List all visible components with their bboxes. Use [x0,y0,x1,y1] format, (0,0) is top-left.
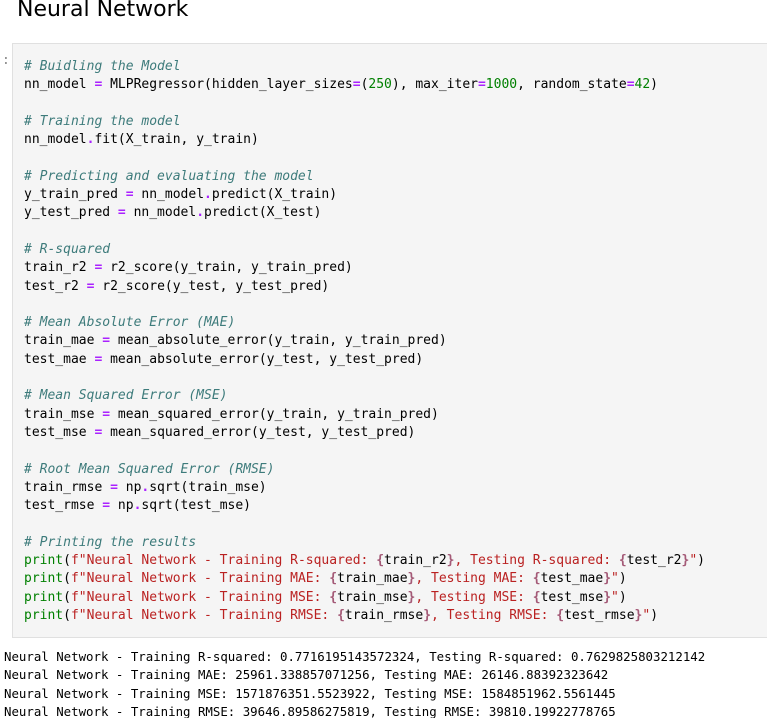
code-line-23: # Root Mean Squared Error (RMSE) [24,461,705,479]
code-line-4: # Training the model [24,113,705,131]
code-line-30: print(f"Neural Network - Training MSE: {… [24,589,627,605]
code-string: " [689,553,698,569]
code-comment: # Buidling the Model [24,59,181,74]
code-line-blank [24,442,705,460]
code-line-12: train_r2 = r2_score(y_train, y_train_pre… [24,260,353,276]
code-comment: # Training the model [24,113,181,129]
code-line-16: train_mae = mean_absolute_error(y_train,… [24,333,447,349]
code-comment: # Mean Squared Error (MSE) [24,388,228,404]
code-line-blank [24,223,705,241]
cell-prompt-marker: : [2,53,10,68]
code-string: " [611,571,619,587]
code-comment: # Root Mean Squared Error (RMSE) [24,461,275,477]
code-line-blank [24,95,705,113]
code-number: 42 [634,77,651,93]
cell-output: Neural Network - Training R-squared: 0.7… [4,648,705,718]
output-line: Neural Network - Training MSE: 157187635… [4,685,616,701]
code-cell-input[interactable] [12,43,767,638]
code-line-blank [24,515,705,533]
code-line-25: test_rmse = np.sqrt(test_mse) [24,498,251,514]
code-comment: # R-squared [24,241,111,257]
code-line-31: print(f"Neural Network - Training RMSE: … [24,607,659,623]
code-line-2: nn_model = MLPRegressor(hidden_layer_siz… [24,77,658,93]
code-line-11: # R-squared [24,241,705,259]
code-line-17: test_mae = mean_absolute_error(y_test, y… [24,351,424,367]
code-string: , Testing RMSE: [431,607,557,623]
code-line-24: train_rmse = np.sqrt(train_mse) [24,479,267,495]
code-line-19: # Mean Squared Error (MSE) [24,387,705,405]
code-comment: # Printing the results [24,534,197,550]
code-comment: # Mean Absolute Error (MAE) [24,315,236,331]
code-line-28: print(f"Neural Network - Training R-squa… [24,553,705,569]
output-line: Neural Network - Training MAE: 25961.338… [4,667,609,683]
code-line-8: y_train_pred = nn_model.predict(X_train) [24,187,338,203]
code-string: "Neural Network - Training MAE: [78,571,330,587]
code-line-blank [24,296,705,314]
code-editor[interactable]: # Buidling the Model nn_model = MLPRegres… [24,58,705,625]
page-title: Neural Network [17,0,189,22]
code-line-1: # Buidling the Model [24,58,705,76]
code-string: , Testing R-squared: [454,553,619,569]
code-line-blank [24,149,705,167]
code-line-13: test_r2 = r2_score(y_test, y_test_pred) [24,278,330,294]
code-line-27: # Printing the results [24,534,705,552]
output-line: Neural Network - Training R-squared: 0.7… [4,649,706,664]
code-string: , Testing MSE: [415,589,533,605]
code-line-21: test_mse = mean_squared_error(y_test, y_… [24,424,416,440]
code-string: " [642,607,651,623]
code-number: 250 [368,77,392,93]
code-line-15: # Mean Absolute Error (MAE) [24,314,705,332]
code-line-20: train_mse = mean_squared_error(y_train, … [24,406,439,422]
code-string: "Neural Network - Training R-squared: [78,553,377,569]
code-line-7: # Predicting and evaluating the model [24,168,705,186]
code-line-5: nn_model.fit(X_train, y_train) [24,132,259,148]
code-line-blank [24,369,705,387]
code-string: "Neural Network - Training MSE: [78,589,330,605]
code-string: "Neural Network - Training RMSE: [78,607,338,623]
code-string: , Testing MAE: [415,571,533,587]
code-line-29: print(f"Neural Network - Training MAE: {… [24,571,627,587]
output-line: Neural Network - Training RMSE: 39646.89… [4,703,616,718]
code-number: 1000 [485,77,518,93]
code-line-9: y_test_pred = nn_model.predict(X_test) [24,205,322,221]
code-comment: # Predicting and evaluating the model [24,168,314,184]
code-string: " [611,589,619,605]
